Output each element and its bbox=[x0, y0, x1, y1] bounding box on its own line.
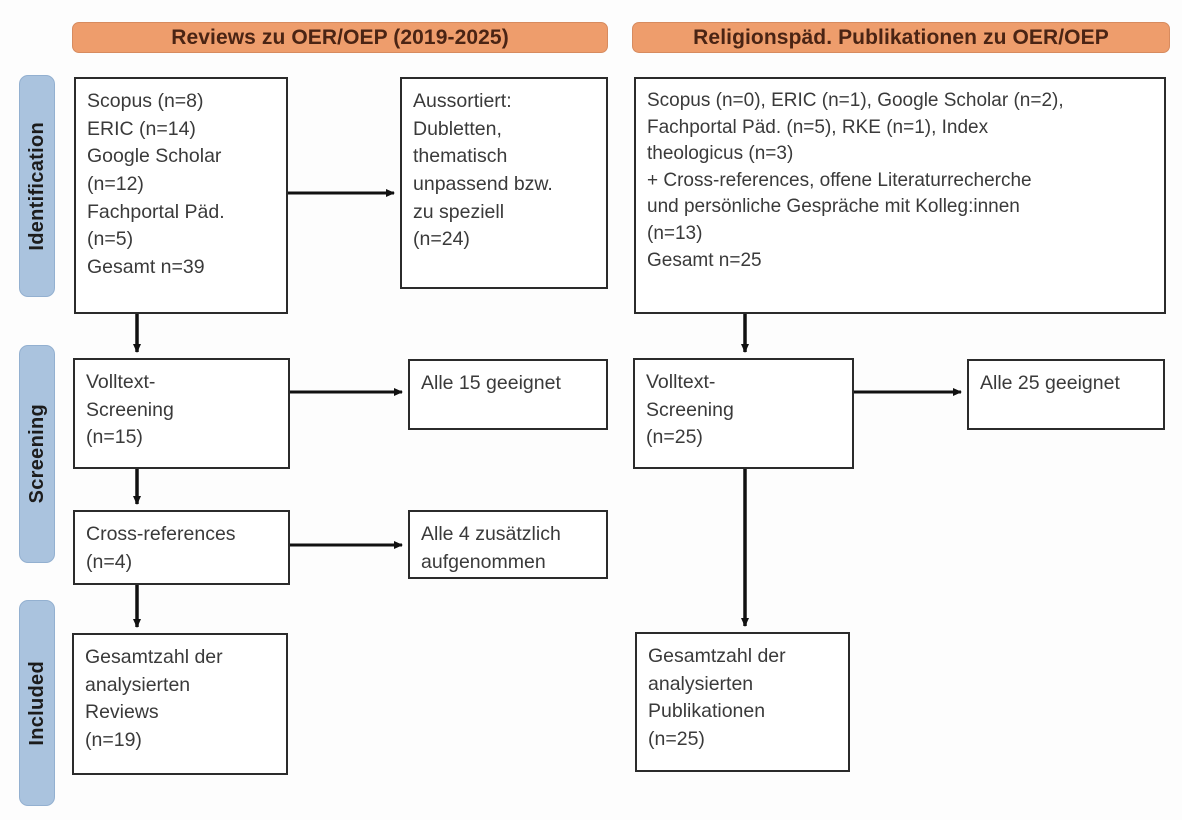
column-header-left: Reviews zu OER/OEP (2019-2025) bbox=[72, 22, 608, 53]
box-right-screening-result: Alle 25 geeignet bbox=[967, 359, 1165, 430]
box-left-included-total: Gesamtzahl der analysierten Reviews (n=1… bbox=[72, 633, 288, 775]
box-right-identification-sources: Scopus (n=0), ERIC (n=1), Google Scholar… bbox=[634, 77, 1166, 314]
box-right-fulltext-screening: Volltext- Screening (n=25) bbox=[633, 358, 854, 469]
box-left-fulltext-screening: Volltext- Screening (n=15) bbox=[73, 358, 290, 469]
stage-label-identification: Identification bbox=[19, 75, 55, 297]
box-left-screening-result: Alle 15 geeignet bbox=[408, 359, 608, 430]
box-left-excluded: Aussortiert: Dubletten, thematisch unpas… bbox=[400, 77, 608, 289]
stage-label-included: Included bbox=[19, 600, 55, 806]
stage-label-screening: Screening bbox=[19, 345, 55, 563]
column-header-right: Religionspäd. Publikationen zu OER/OEP bbox=[632, 22, 1170, 53]
box-right-included-total: Gesamtzahl der analysierten Publikatione… bbox=[635, 632, 850, 772]
box-left-cross-references: Cross-references (n=4) bbox=[73, 510, 290, 585]
box-left-identification-sources: Scopus (n=8) ERIC (n=14) Google Scholar … bbox=[74, 77, 288, 314]
box-left-cross-references-result: Alle 4 zusätzlich aufgenommen bbox=[408, 510, 608, 579]
